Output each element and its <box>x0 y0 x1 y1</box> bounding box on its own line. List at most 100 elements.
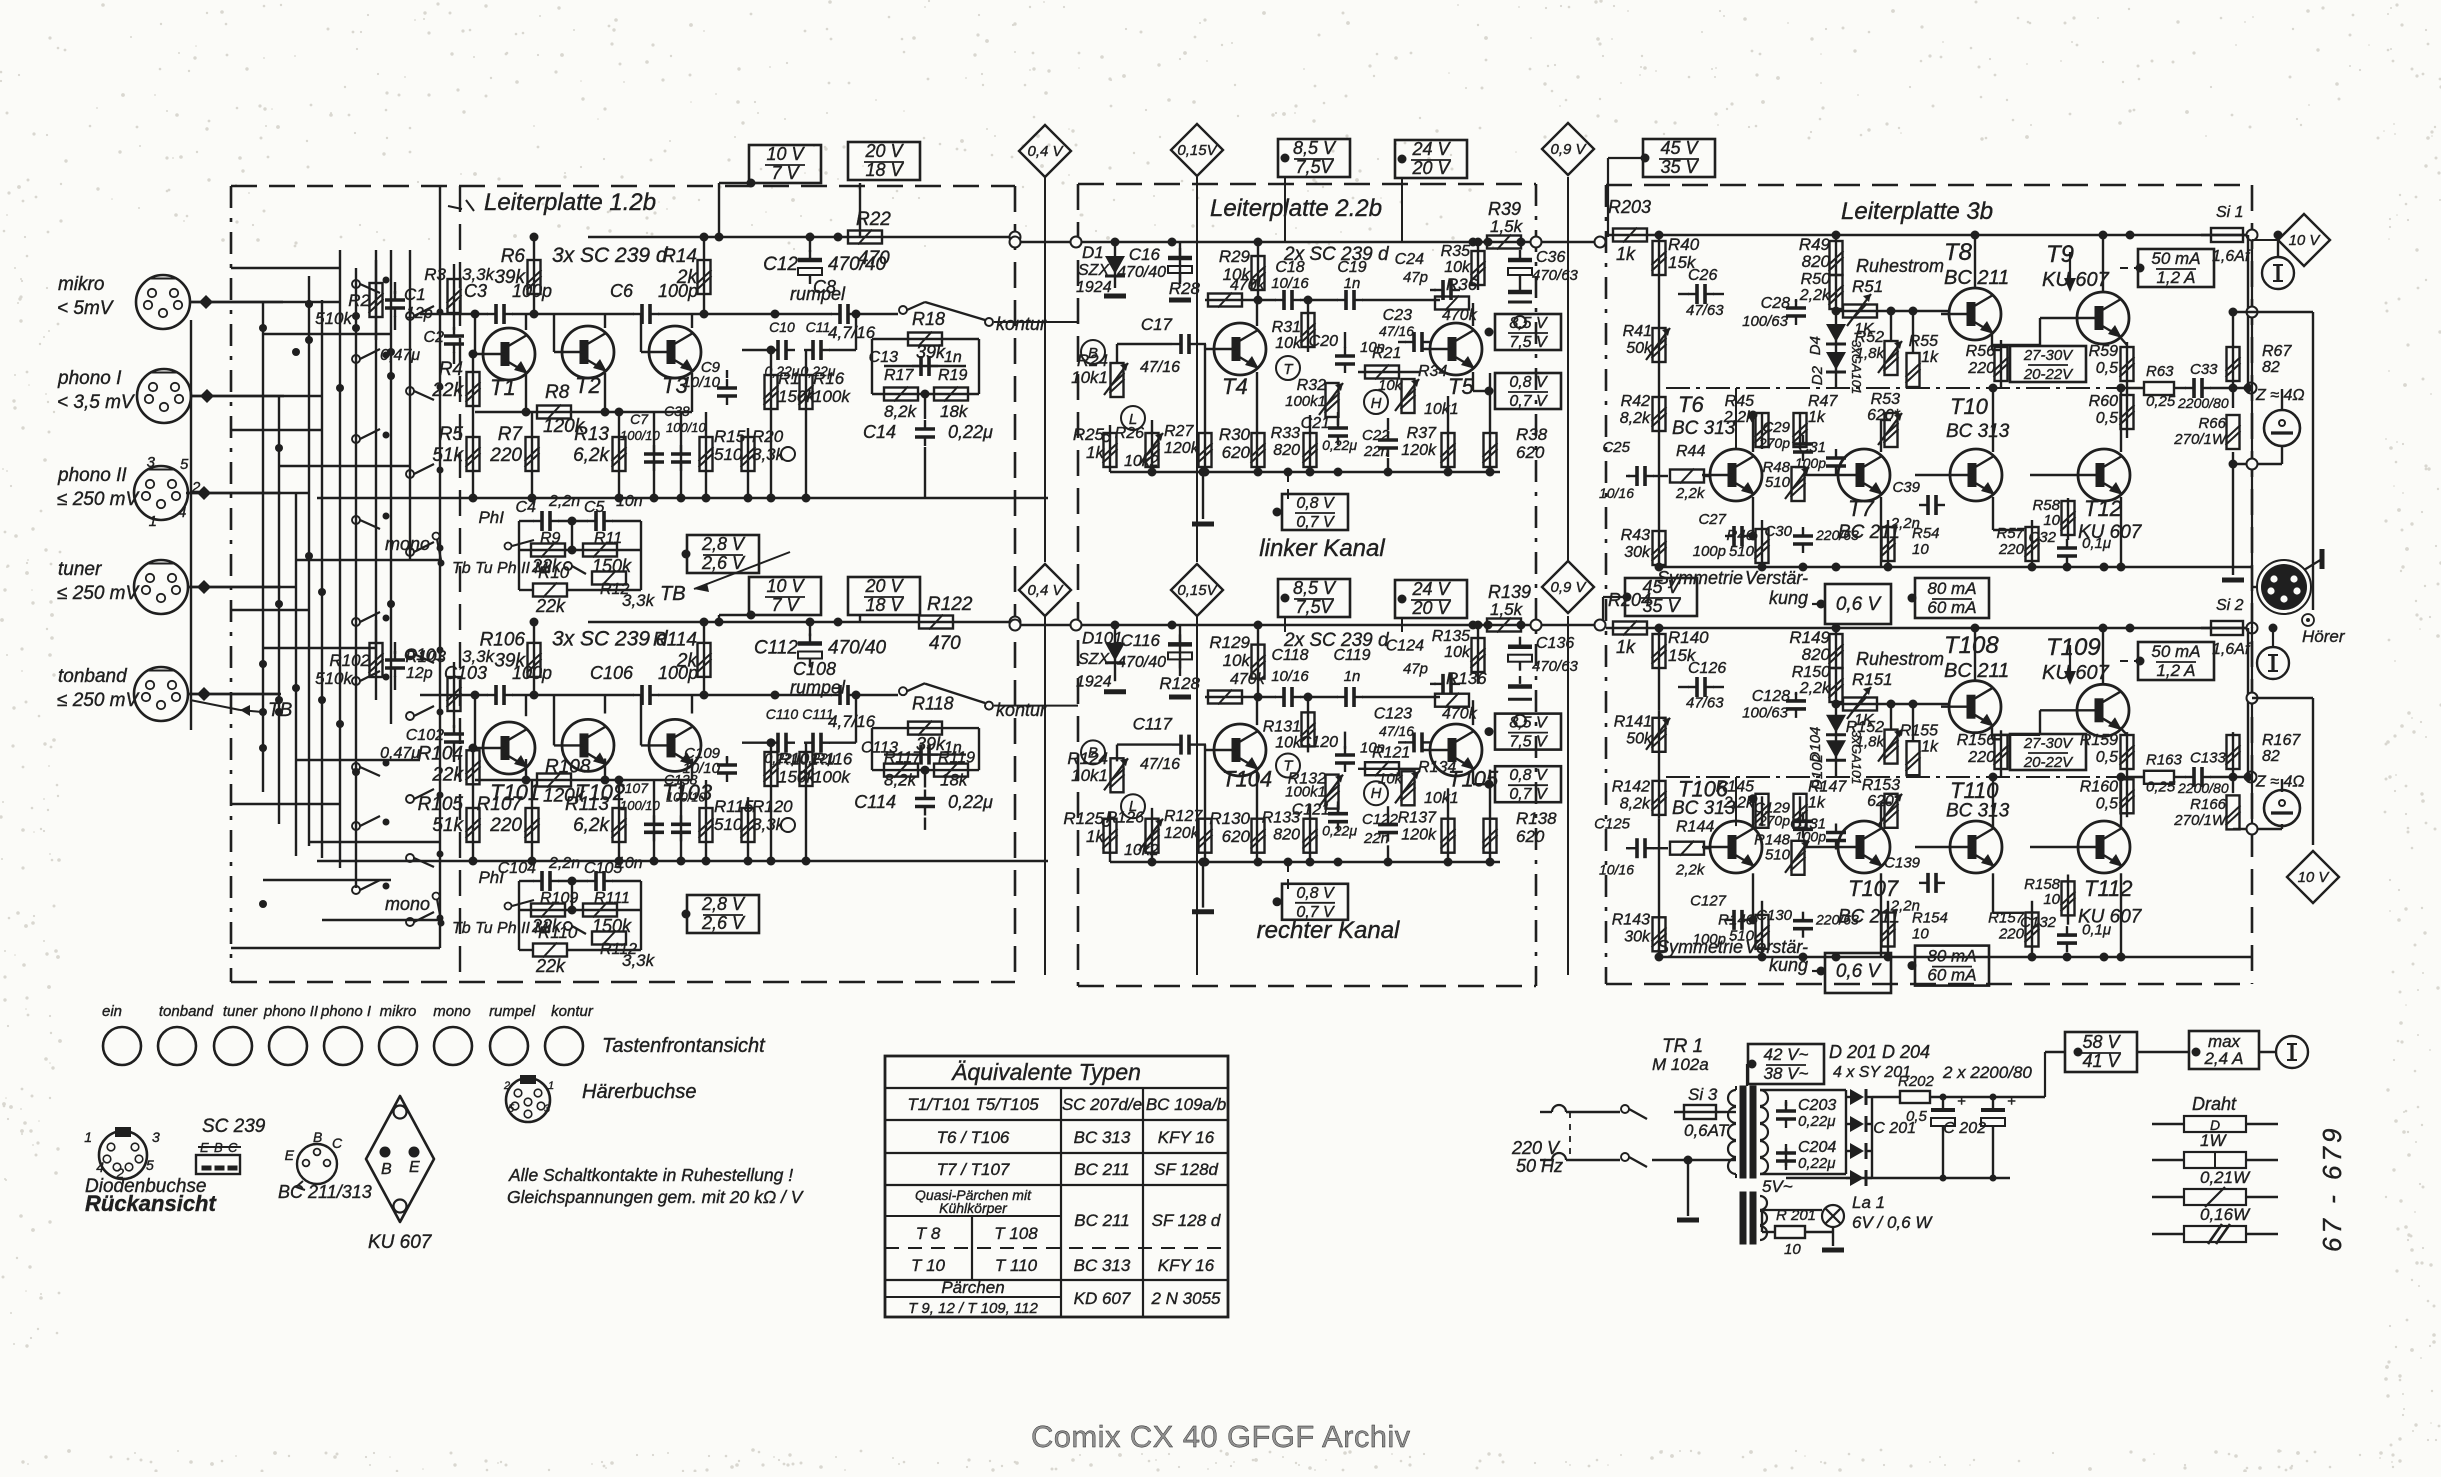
svg-text:Z ≈ 4Ω: Z ≈ 4Ω <box>2255 387 2305 404</box>
svg-text:D102: D102 <box>1809 753 1826 790</box>
svg-text:2,4 A: 2,4 A <box>2203 1049 2243 1068</box>
svg-text:1k: 1k <box>1086 827 1105 846</box>
svg-text:R37: R37 <box>1407 425 1437 442</box>
svg-text:0,1μ: 0,1μ <box>2082 921 2111 938</box>
svg-text:50 mA: 50 mA <box>2151 642 2200 661</box>
svg-text:10k: 10k <box>1223 651 1252 670</box>
svg-text:C101: C101 <box>404 645 445 664</box>
svg-text:kontur: kontur <box>996 314 1047 334</box>
svg-text:T 108: T 108 <box>994 1224 1038 1243</box>
svg-text:0,7 V: 0,7 V <box>1509 786 1548 803</box>
svg-text:67 - 679: 67 - 679 <box>2317 1125 2347 1252</box>
svg-text:100/10: 100/10 <box>620 798 661 813</box>
svg-text:R59: R59 <box>2089 343 2118 360</box>
svg-text:R58: R58 <box>2032 497 2060 514</box>
svg-text:10k: 10k <box>1223 265 1252 284</box>
svg-text:R158: R158 <box>2024 876 2061 893</box>
svg-text:620: 620 <box>1222 443 1251 462</box>
svg-text:470k: 470k <box>1230 671 1266 688</box>
svg-text:T7: T7 <box>1848 496 1874 521</box>
svg-text:270p: 270p <box>1758 435 1790 451</box>
svg-text:R66: R66 <box>2198 415 2226 432</box>
svg-text:510: 510 <box>714 445 743 464</box>
svg-text:22k: 22k <box>531 556 562 576</box>
svg-text:100/10: 100/10 <box>620 428 661 443</box>
svg-text:T112: T112 <box>2084 876 2133 901</box>
svg-text:R10: R10 <box>538 563 570 582</box>
svg-text:5: 5 <box>508 1103 515 1115</box>
svg-text:3: 3 <box>544 1103 551 1115</box>
svg-text:5: 5 <box>146 1157 154 1173</box>
svg-text:2,2n: 2,2n <box>1890 515 1920 532</box>
svg-text:L: L <box>1129 798 1137 815</box>
svg-text:10k: 10k <box>1378 377 1404 394</box>
svg-text:R26: R26 <box>1115 425 1144 442</box>
svg-text:Leiterplatte 3b: Leiterplatte 3b <box>1841 198 1993 225</box>
svg-text:22k: 22k <box>431 765 464 786</box>
svg-text:50 Hz: 50 Hz <box>1516 1156 1563 1176</box>
svg-text:kung: kung <box>1769 588 1808 608</box>
svg-text:PhI: PhI <box>478 868 504 887</box>
svg-text:0,47μ: 0,47μ <box>380 347 420 364</box>
svg-text:12p: 12p <box>406 305 433 322</box>
svg-text:Hörer: Hörer <box>2302 627 2346 646</box>
svg-text:T 10: T 10 <box>911 1256 946 1275</box>
svg-text:2,2n: 2,2n <box>548 493 580 510</box>
svg-text:100p: 100p <box>1693 543 1726 560</box>
svg-text:R144: R144 <box>1676 819 1714 836</box>
svg-text:2,2k: 2,2k <box>1675 485 1706 502</box>
svg-text:1: 1 <box>84 1129 92 1145</box>
svg-text:10k: 10k <box>1444 259 1471 276</box>
svg-text:D: D <box>2210 1117 2220 1133</box>
svg-text:3,3k: 3,3k <box>622 951 656 970</box>
svg-text:Ruhestrom: Ruhestrom <box>1856 649 1944 669</box>
svg-text:8,2k: 8,2k <box>884 770 918 789</box>
svg-text:1,6Af: 1,6Af <box>2212 641 2251 658</box>
svg-text:1,8k: 1,8k <box>1856 345 1886 362</box>
svg-text:Symmetrie: Symmetrie <box>1657 568 1743 588</box>
svg-text:8,5 V: 8,5 V <box>1509 315 1548 332</box>
svg-text:R154: R154 <box>1912 909 1948 926</box>
svg-text:1,5k: 1,5k <box>1490 600 1524 619</box>
svg-text:15k: 15k <box>1668 646 1697 665</box>
svg-text:C120: C120 <box>1300 734 1338 751</box>
svg-text:0,25: 0,25 <box>2146 779 2176 796</box>
svg-text:100k1: 100k1 <box>1285 784 1326 801</box>
svg-text:TR 1: TR 1 <box>1662 1036 1703 1057</box>
svg-text:80 mA: 80 mA <box>1927 947 1976 966</box>
svg-text:Si 3: Si 3 <box>1688 1085 1718 1104</box>
svg-text:3: 3 <box>152 1129 160 1145</box>
svg-text:kung: kung <box>1769 955 1808 975</box>
svg-text:0,15V: 0,15V <box>1177 582 1218 599</box>
svg-text:3xGA101: 3xGA101 <box>1849 730 1864 784</box>
svg-text:C108: C108 <box>793 659 836 679</box>
svg-text:20 V: 20 V <box>1411 158 1451 178</box>
svg-text:510: 510 <box>714 815 743 834</box>
svg-text:4,7/16: 4,7/16 <box>828 712 876 731</box>
svg-text:22n: 22n <box>1363 830 1389 847</box>
svg-text:4 x SY 201: 4 x SY 201 <box>1833 1064 1911 1081</box>
svg-text:D2: D2 <box>1809 365 1826 385</box>
svg-text:R141: R141 <box>1614 714 1652 731</box>
svg-text:R104: R104 <box>418 744 463 765</box>
svg-text:R55: R55 <box>1909 333 1938 350</box>
svg-text:100/10: 100/10 <box>666 420 707 435</box>
svg-text:10: 10 <box>1784 1241 1801 1258</box>
svg-text:BC 211: BC 211 <box>1074 1211 1129 1230</box>
svg-text:150k: 150k <box>778 387 816 406</box>
svg-text:C19: C19 <box>1337 259 1366 276</box>
svg-text:C30: C30 <box>1764 523 1792 540</box>
svg-text:5V~: 5V~ <box>1762 1177 1793 1196</box>
svg-text:C117: C117 <box>1133 714 1173 733</box>
svg-text:R115: R115 <box>714 797 754 816</box>
svg-text:0,1μ: 0,1μ <box>2082 535 2111 552</box>
svg-text:4,7/16: 4,7/16 <box>828 323 876 342</box>
svg-text:C11: C11 <box>806 319 831 335</box>
svg-text:mono: mono <box>385 894 430 914</box>
svg-text:R67: R67 <box>2262 343 2292 360</box>
svg-text:270p: 270p <box>1758 812 1790 828</box>
svg-text:C29: C29 <box>1762 419 1790 436</box>
svg-text:0,5: 0,5 <box>2096 360 2118 377</box>
svg-text:47/16: 47/16 <box>1140 359 1180 376</box>
svg-text:2 N 3055: 2 N 3055 <box>1151 1289 1222 1308</box>
